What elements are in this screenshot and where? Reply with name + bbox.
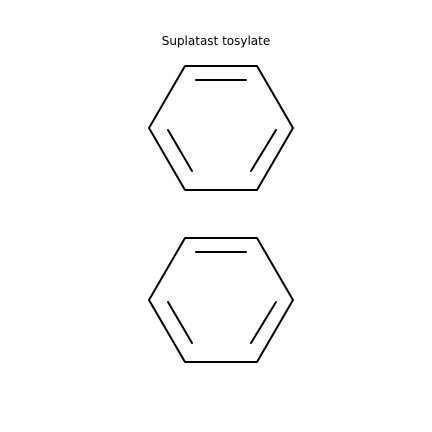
diagram-title: Suplatast tosylate — [161, 34, 271, 48]
benzene-ring-2 — [148, 237, 294, 363]
ring-2-outline — [148, 237, 294, 363]
ring-1-double-bond-left — [167, 129, 193, 172]
ring-1-outline — [148, 65, 294, 191]
ring-2-double-bond-left — [167, 301, 193, 344]
ring-1-double-bond-right — [250, 129, 277, 172]
benzene-ring-1 — [148, 65, 294, 191]
ring-2-double-bond-right — [250, 301, 277, 344]
